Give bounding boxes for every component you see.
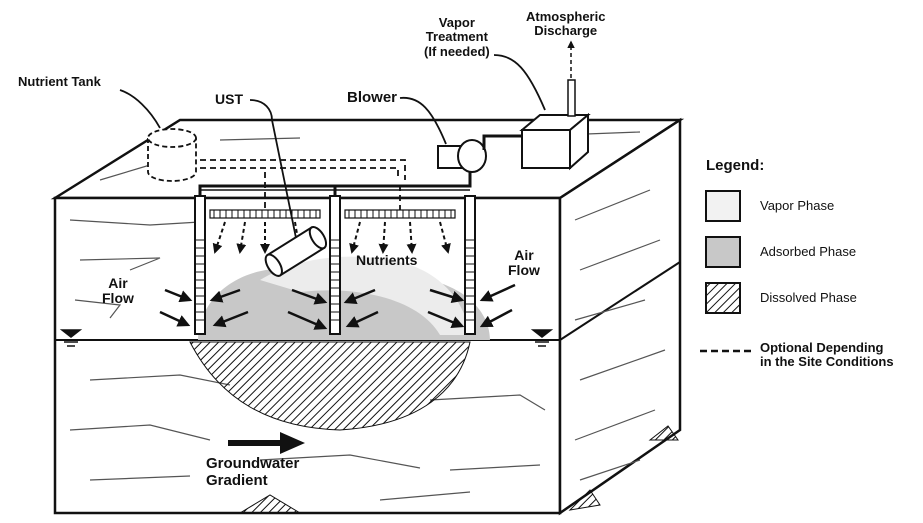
legend-dashed-label: Optional Depending in the Site Condition…	[760, 340, 894, 370]
water-table-symbol-left	[59, 329, 83, 347]
groundwater-arrow-icon	[228, 432, 305, 454]
vapor-treatment-unit	[519, 112, 591, 171]
blower	[437, 139, 487, 173]
ust-tank	[264, 226, 328, 277]
nutrients-label: Nutrients	[356, 252, 418, 268]
discharge-stack	[567, 79, 576, 117]
wells	[194, 195, 476, 335]
nutrient-laterals	[209, 209, 456, 219]
legend-title: Legend:	[706, 157, 765, 174]
legend-swatch-vapor	[705, 190, 741, 222]
legend-item-adsorbed: Adsorbed Phase	[760, 244, 857, 259]
nutrient-tank-label: Nutrient Tank	[18, 74, 101, 89]
ust-label: UST	[215, 91, 243, 107]
blower-label: Blower	[347, 89, 398, 106]
air-flow-arrows	[159, 283, 516, 330]
nutrient-tank	[147, 128, 197, 182]
legend-item-vapor: Vapor Phase	[760, 198, 835, 213]
legend-item-dissolved: Dissolved Phase	[760, 290, 857, 305]
groundwater-gradient-label: Groundwater Gradient	[206, 455, 300, 489]
dissolved-phase-area	[189, 341, 471, 431]
legend-swatch-adsorbed	[705, 236, 741, 268]
water-table-symbol-right	[530, 329, 554, 347]
legend-swatch-dissolved	[705, 282, 741, 314]
air-flow-right-label: Air Flow	[508, 247, 540, 279]
leader-lines	[119, 54, 546, 239]
vapor-treatment-label: Vapor Treatment (If needed)	[424, 15, 490, 59]
soil-block-side	[558, 117, 682, 516]
blower-to-treatment-pipe	[482, 134, 525, 150]
vapor-phase-area	[260, 256, 470, 335]
air-flow-left-label: Air Flow	[102, 275, 134, 307]
nutrient-lines	[190, 159, 406, 210]
atmospheric-discharge-label: Atmospheric Discharge	[526, 9, 606, 39]
